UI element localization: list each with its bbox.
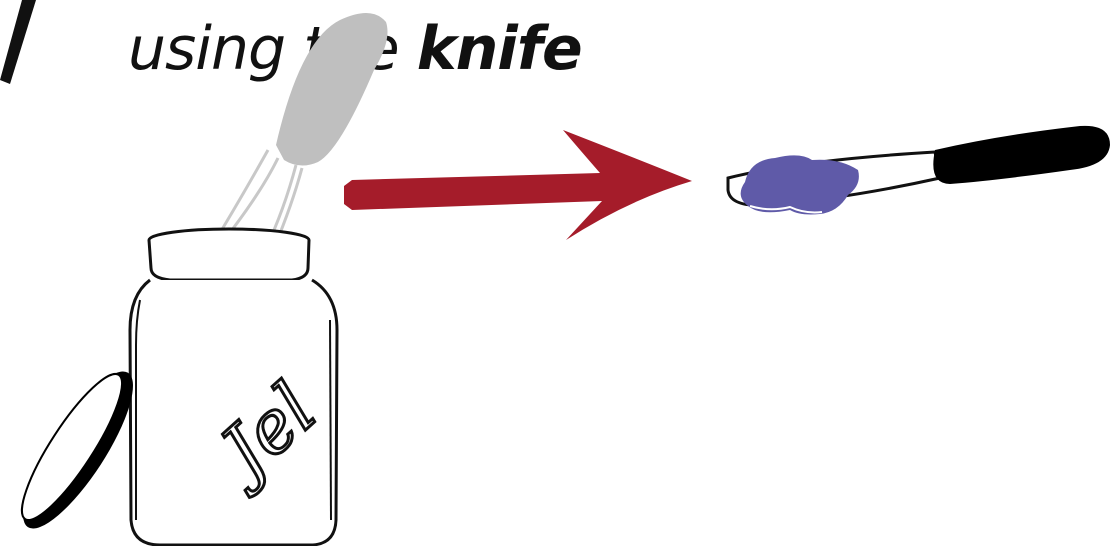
jelly-jar-icon	[130, 229, 337, 545]
top-left-stroke-icon	[0, 0, 36, 84]
butter-knife-icon	[212, 13, 388, 248]
jar-lid-icon	[5, 358, 151, 542]
knife-with-jelly-icon	[728, 126, 1110, 215]
right-arrow-icon	[344, 130, 692, 240]
